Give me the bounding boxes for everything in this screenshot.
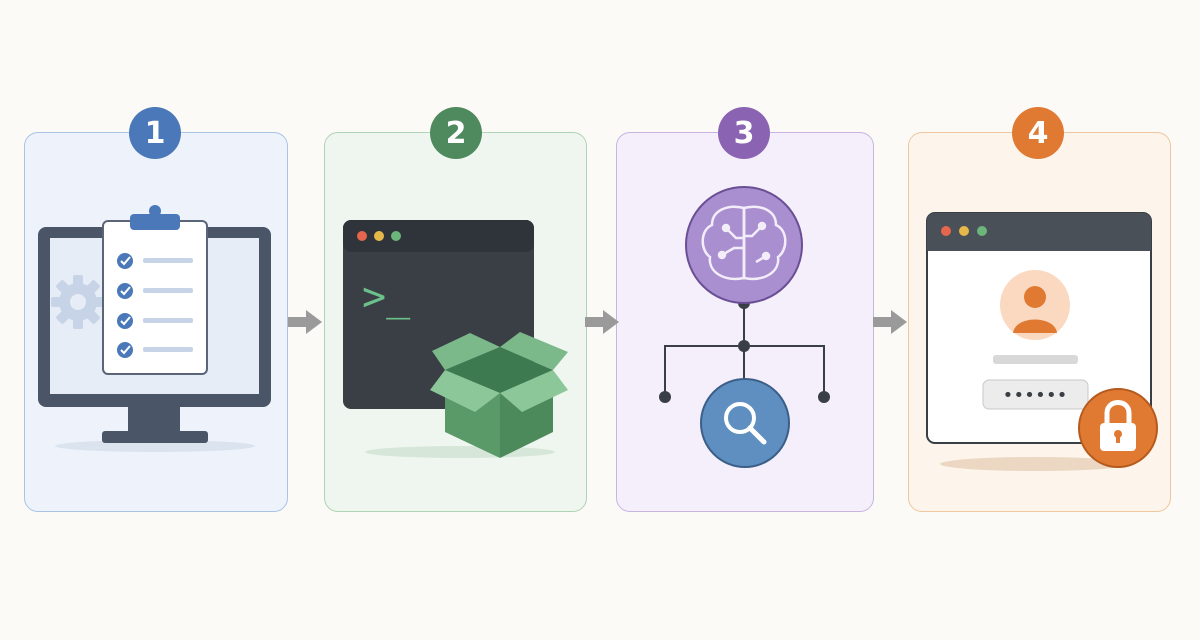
brain-search-icon (659, 186, 830, 468)
terminal-package-icon: >_ (343, 220, 568, 458)
brain-icon (701, 205, 787, 281)
monitor-checklist-icon (38, 205, 271, 452)
search-icon (724, 402, 767, 445)
lock-icon (1078, 388, 1158, 468)
terminal-prompt: >_ (362, 274, 411, 320)
step-2-badge: 2 (430, 107, 482, 159)
step-3-badge: 3 (718, 107, 770, 159)
avatar-icon (1000, 270, 1070, 340)
step-4-badge: 4 (1012, 107, 1064, 159)
password-mask: •••••• (1002, 385, 1067, 406)
checkmark-icon (117, 253, 193, 358)
login-lock-icon: •••••• (926, 212, 1158, 471)
arrow-right-icon (873, 310, 907, 334)
gear-icon (51, 275, 105, 329)
arrow-right-icon (585, 310, 619, 334)
arrow-right-icon (288, 310, 322, 334)
step-1-badge: 1 (129, 107, 181, 159)
